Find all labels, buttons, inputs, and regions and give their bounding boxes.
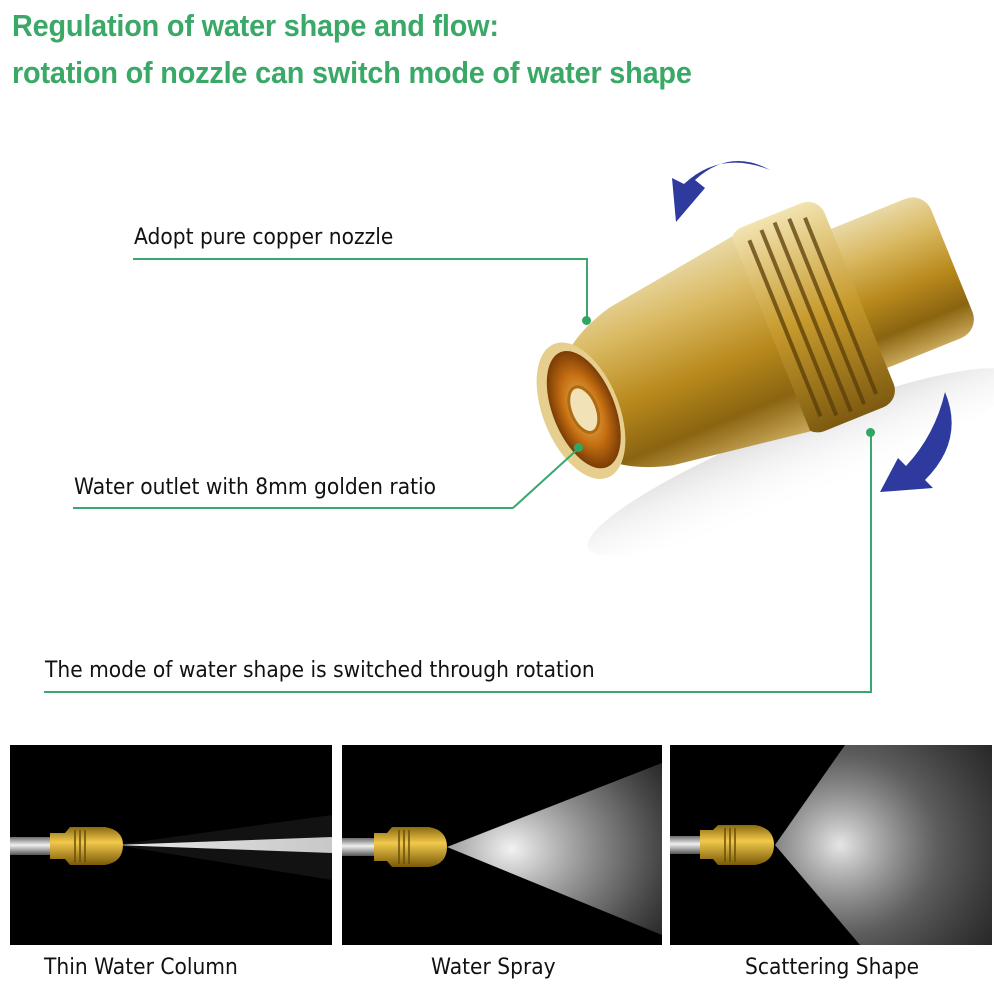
callout-dot-copper bbox=[582, 316, 591, 325]
shadow bbox=[587, 368, 994, 556]
page-title-line-2: rotation of nozzle can switch mode of wa… bbox=[12, 55, 692, 90]
callout-rotation-mode: The mode of water shape is switched thro… bbox=[45, 658, 595, 683]
caption-thin-water-column: Thin Water Column bbox=[44, 955, 238, 980]
mode-panel-thin-water-column bbox=[10, 745, 332, 945]
rotate-arrow-bottom-icon bbox=[880, 392, 952, 492]
outlet-disc bbox=[567, 385, 601, 434]
callout-copper-nozzle: Adopt pure copper nozzle bbox=[134, 225, 394, 250]
caption-scattering-shape: Scattering Shape bbox=[745, 955, 920, 980]
leader-line-rotation-vertical bbox=[870, 432, 872, 693]
mode-panel-water-spray bbox=[342, 745, 662, 945]
caption-water-spray: Water Spray bbox=[431, 955, 556, 980]
leader-line-copper bbox=[133, 258, 587, 260]
callout-water-outlet: Water outlet with 8mm golden ratio bbox=[74, 475, 437, 500]
callout-dot-rotation bbox=[866, 428, 875, 437]
leader-line-copper-vertical bbox=[586, 258, 588, 320]
page-title-line-1: Regulation of water shape and flow: bbox=[12, 8, 499, 43]
brass-nozzle-illustration bbox=[536, 161, 994, 556]
callout-dot-outlet bbox=[574, 443, 583, 452]
nozzle-body bbox=[557, 236, 811, 468]
rotate-arrow-top-icon bbox=[672, 161, 770, 222]
mode-panel-scattering-shape bbox=[670, 745, 992, 945]
leader-line-outlet bbox=[73, 507, 513, 509]
leader-line-outlet-diagonal bbox=[512, 447, 580, 509]
leader-line-rotation bbox=[44, 691, 872, 693]
